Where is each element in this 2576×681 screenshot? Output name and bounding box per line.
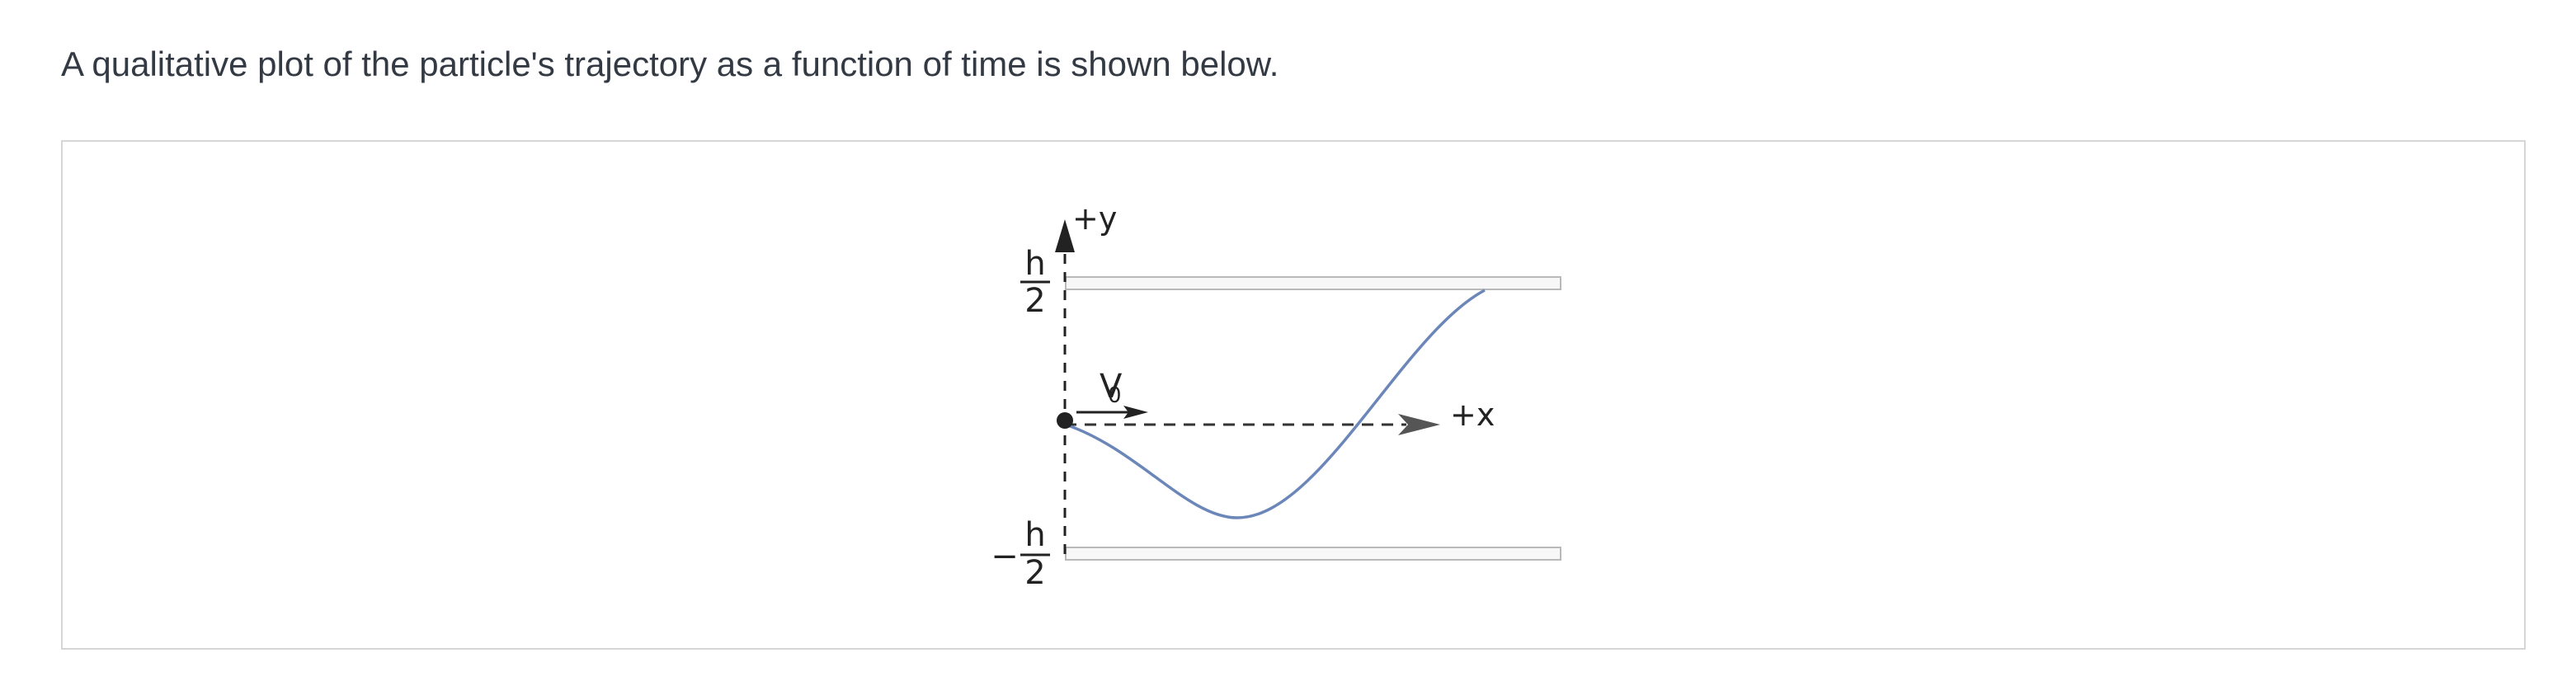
- bottom-plate-label-denominator: 2: [1024, 554, 1045, 592]
- figure-frame: [61, 140, 2526, 650]
- trajectory-curve: [1065, 289, 1486, 519]
- x-axis-label: +x: [1450, 397, 1495, 433]
- intro-text: A qualitative plot of the particle's tra…: [61, 45, 1279, 83]
- x-axis-arrowhead: [1398, 414, 1440, 435]
- top-plate-label-numerator: h: [1024, 245, 1045, 283]
- bottom-plate-label-sign: −: [991, 538, 1019, 575]
- bottom-plate-label-numerator: h: [1024, 516, 1045, 554]
- y-axis-label: +y: [1072, 200, 1117, 237]
- particle: [1057, 412, 1073, 429]
- velocity-subscript: 0: [1108, 383, 1122, 408]
- velocity-label: V: [1100, 368, 1123, 406]
- y-axis-arrowhead: [1055, 219, 1075, 252]
- top-plate-label-denominator: 2: [1024, 282, 1045, 320]
- top-plate: [1065, 276, 1561, 290]
- bottom-plate: [1065, 547, 1561, 561]
- velocity-arrowhead: [1123, 406, 1148, 419]
